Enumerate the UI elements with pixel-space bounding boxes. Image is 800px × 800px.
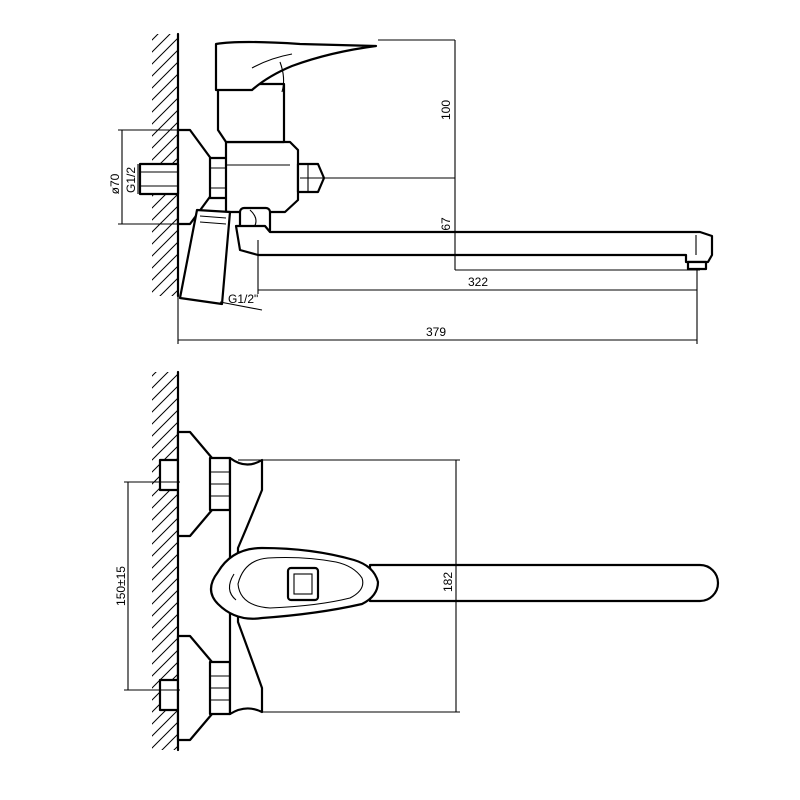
dim-handle-height: 100 <box>439 100 453 120</box>
inlet-pipe <box>138 162 180 196</box>
dim-inlet-thread: G1/2 <box>124 167 138 193</box>
top-inlet-pipe <box>158 458 180 492</box>
dim-spout-drop: 67 <box>439 217 453 231</box>
bottom-inlet-pipe <box>158 678 180 712</box>
dim-center-distance: 150±15 <box>114 566 128 606</box>
hose-fitting <box>178 208 232 306</box>
dim-spout-reach: 322 <box>468 275 488 289</box>
lever-handle <box>214 40 378 92</box>
cartridge <box>216 82 286 144</box>
dim-hose-thread: G1/2" <box>228 292 258 306</box>
dim-flange-diameter: ø70 <box>108 173 122 194</box>
lever-inner-outline <box>237 556 364 609</box>
side-view: 100 67 322 379 ø70 G1/2 G1/2" <box>108 32 714 344</box>
front-spout <box>368 563 720 603</box>
dim-overall-length: 379 <box>426 325 446 339</box>
spout <box>234 224 714 264</box>
top-flange <box>176 430 214 538</box>
front-view: 182 150±15 <box>114 370 720 752</box>
spout-aerator <box>686 260 708 271</box>
mixer-body <box>224 140 300 214</box>
dim-body-height: 182 <box>441 572 455 592</box>
front-body <box>228 456 264 716</box>
bottom-flange <box>176 634 214 742</box>
